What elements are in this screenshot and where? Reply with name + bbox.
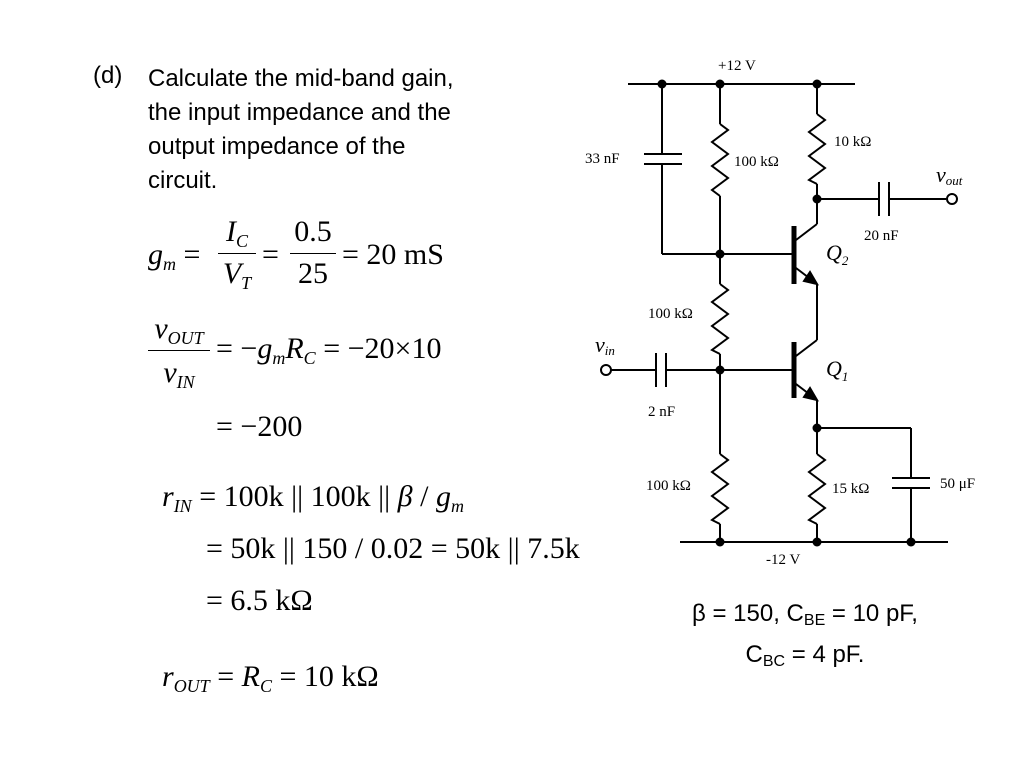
params-line-2: CBC = 4 pF. — [745, 641, 865, 670]
transistor-parameters: β = 150, CBE = 10 pF, CBC = 4 pF. — [615, 597, 995, 679]
label-c-emitter: 50 μF — [940, 476, 975, 492]
question-label: (d) — [93, 62, 123, 89]
label-r-top-bias: 100 kΩ — [734, 154, 779, 170]
label-vin: vin — [595, 332, 615, 358]
gain-fraction: vOUT vIN — [148, 312, 210, 392]
question-text: Calculate the mid-band gain, the input i… — [148, 62, 528, 198]
label-r-emitter: 15 kΩ — [832, 481, 869, 497]
capacitor-output — [817, 182, 958, 216]
question-line-4: circuit. — [148, 167, 218, 194]
label-vcc: +12 V — [718, 58, 756, 74]
capacitor-33nf — [644, 84, 720, 255]
gm-equals-2: = — [262, 238, 279, 271]
resistor-mid-bias — [710, 254, 730, 370]
label-q1: Q1 — [826, 356, 848, 384]
gain-result: = −200 — [216, 410, 303, 443]
gm-fraction-ic-vt: IC VT — [218, 215, 256, 295]
transistor-q1 — [791, 339, 820, 402]
rin-line-1: rIN = 100k || 100k || β / gm — [162, 480, 464, 516]
capacitor-emitter-bypass — [817, 427, 930, 542]
rin-line-2: = 50k || 150 / 0.02 = 50k || 7.5k — [206, 532, 580, 565]
question-line-3: output impedance of the — [148, 133, 406, 160]
label-vout: vout — [936, 162, 963, 188]
capacitor-input — [600, 353, 792, 387]
label-vee: -12 V — [766, 552, 800, 568]
label-q2: Q2 — [826, 240, 849, 268]
gm-equation-lhs: gm = — [148, 238, 201, 274]
transistor-q2 — [720, 223, 820, 286]
label-c-out: 20 nF — [864, 228, 899, 244]
label-r-mid-bias: 100 kΩ — [648, 306, 693, 322]
resistor-collector — [807, 84, 827, 224]
question-line-1: Calculate the mid-band gain, — [148, 65, 454, 92]
label-r-collector: 10 kΩ — [834, 134, 871, 150]
junction-dots — [657, 79, 916, 547]
question-line-2: the input impedance and the — [148, 99, 451, 126]
resistor-bottom-bias — [710, 370, 730, 542]
label-c-top: 33 nF — [585, 151, 620, 167]
label-c-in: 2 nF — [648, 404, 675, 420]
rout-equation: rOUT = RC = 10 kΩ — [162, 660, 379, 696]
resistor-top-bias — [710, 84, 730, 254]
label-r-bottom-bias: 100 kΩ — [646, 478, 691, 494]
resistor-emitter — [807, 400, 827, 542]
gm-result: = 20 mS — [342, 238, 444, 271]
params-line-1: β = 150, CBE = 10 pF, — [692, 600, 918, 629]
rin-line-3: = 6.5 kΩ — [206, 584, 313, 617]
gm-fraction-values: 0.5 25 — [290, 215, 336, 295]
gain-rhs: = −gmRC = −20×10 — [216, 332, 442, 368]
